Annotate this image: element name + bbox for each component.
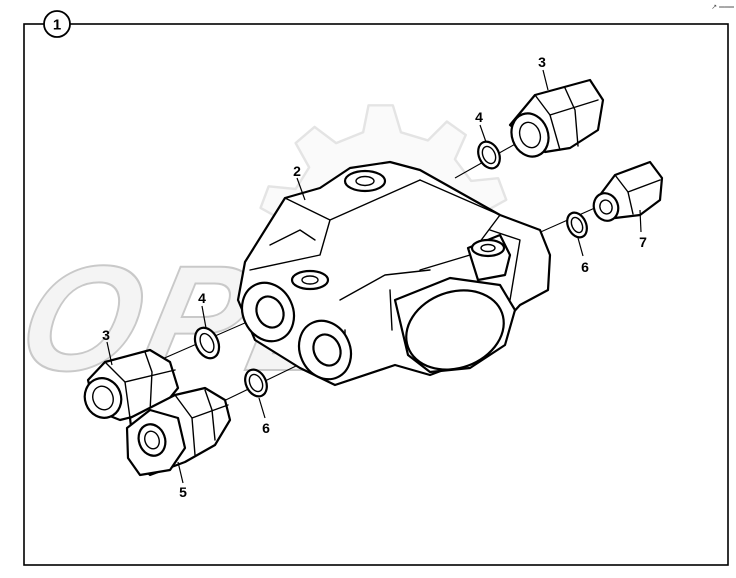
callout-fitting-left: 3 <box>102 327 110 343</box>
callout-fitting-top: 3 <box>538 54 546 70</box>
callout-oring-top: 4 <box>475 109 483 125</box>
corner-mark: ↗ ═══ <box>711 4 734 11</box>
oring-bottom <box>244 368 268 398</box>
leader-lines <box>106 69 642 484</box>
fitting-small <box>592 160 664 222</box>
oring-top <box>477 140 501 170</box>
figure-marker-text: 1 <box>53 17 61 34</box>
callout-oring-right: 6 <box>581 259 589 275</box>
fitting-left <box>83 348 180 422</box>
callout-fitting-female: 5 <box>179 484 187 500</box>
fitting-top <box>508 78 605 158</box>
callout-oring-bottom: 6 <box>262 420 270 436</box>
valve-block <box>236 160 552 387</box>
callout-fitting-small: 7 <box>639 234 647 250</box>
diagram-frame <box>23 23 729 566</box>
callout-block: 2 <box>293 163 301 179</box>
oring-left <box>193 326 221 360</box>
oring-right <box>566 211 588 239</box>
callout-oring-left: 4 <box>198 290 206 306</box>
fitting-female <box>125 386 232 477</box>
figure-marker: 1 <box>43 10 71 38</box>
